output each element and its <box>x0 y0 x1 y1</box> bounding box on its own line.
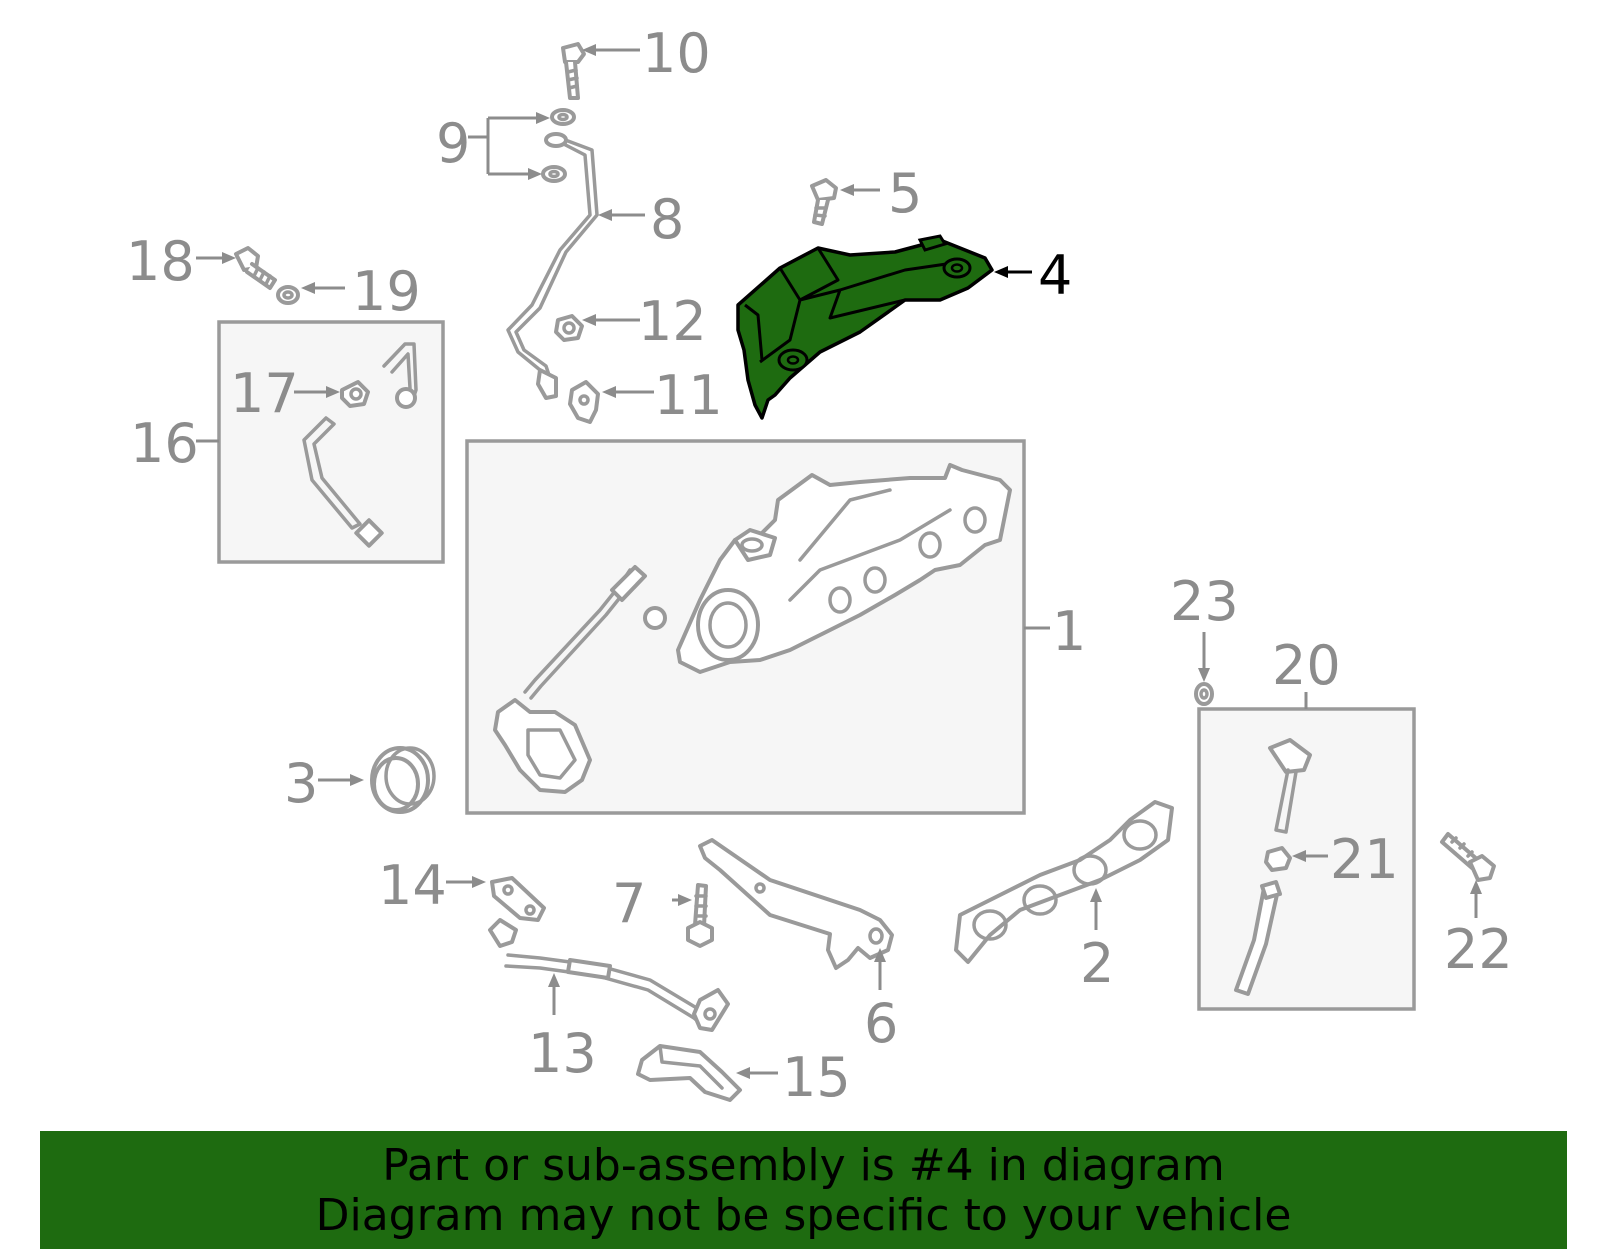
part-5-bolt[interactable] <box>810 178 838 226</box>
part-8-pipe[interactable] <box>506 132 599 400</box>
part-9-washers[interactable] <box>541 108 576 183</box>
info-banner: Part or sub-assembly is #4 in diagram Di… <box>40 1131 1567 1249</box>
callout-7: 7 <box>612 872 646 935</box>
part-15-bracket[interactable] <box>636 1044 742 1102</box>
part-14-gasket[interactable] <box>490 876 546 922</box>
callout-6: 6 <box>864 992 898 1055</box>
callout-5: 5 <box>888 162 922 225</box>
part-22-bolt[interactable] <box>1440 832 1496 882</box>
group-box-16 <box>217 320 445 564</box>
part-19-washer[interactable] <box>276 285 300 305</box>
callout-4: 4 <box>1038 244 1072 307</box>
part-10-bolt[interactable] <box>561 42 586 100</box>
banner-line-2: Diagram may not be specific to your vehi… <box>315 1190 1292 1241</box>
callout-21: 21 <box>1330 828 1399 891</box>
callout-13: 13 <box>528 1022 597 1085</box>
callout-9: 9 <box>436 112 470 175</box>
part-1-actuator-rod[interactable] <box>523 565 667 700</box>
part-2-gasket[interactable] <box>954 800 1174 964</box>
callout-19: 19 <box>352 260 421 323</box>
part-4-heat-shield[interactable] <box>736 234 994 420</box>
callout-17: 17 <box>230 362 299 425</box>
callout-12: 12 <box>638 290 707 353</box>
part-1-turbocharger-manifold[interactable] <box>676 463 1012 674</box>
part-7-bolt[interactable] <box>686 883 714 948</box>
callout-2: 2 <box>1080 932 1114 995</box>
callout-11: 11 <box>654 364 723 427</box>
banner-line-1: Part or sub-assembly is #4 in diagram <box>382 1140 1225 1191</box>
part-16-coolant-pipe[interactable] <box>302 342 418 548</box>
callout-16: 16 <box>130 412 199 475</box>
part-1-wastegate-actuator[interactable] <box>493 698 592 794</box>
callout-labels: 10 9 8 12 11 5 4 18 19 17 16 1 3 14 7 13… <box>126 22 1513 1109</box>
part-11-gasket[interactable] <box>568 380 600 424</box>
leader-lines <box>196 44 1482 1079</box>
part-17-clamp[interactable] <box>340 380 370 408</box>
callout-1: 1 <box>1052 600 1086 663</box>
callout-15: 15 <box>782 1046 851 1109</box>
callout-8: 8 <box>650 188 684 251</box>
part-18-bolt[interactable] <box>234 246 277 290</box>
part-13-oil-return-pipe[interactable] <box>488 918 730 1032</box>
callout-20: 20 <box>1272 634 1341 697</box>
part-20-coolant-line[interactable] <box>1234 738 1312 996</box>
callout-18: 18 <box>126 230 195 293</box>
part-23-washer[interactable] <box>1194 682 1214 706</box>
callout-22: 22 <box>1444 918 1513 981</box>
callout-23: 23 <box>1170 570 1239 633</box>
part-6-bracket[interactable] <box>698 838 894 970</box>
callout-14: 14 <box>378 854 447 917</box>
callout-3: 3 <box>284 752 318 815</box>
part-3-ring[interactable] <box>370 746 436 814</box>
part-21-clamp[interactable] <box>1264 846 1292 872</box>
callout-10: 10 <box>642 22 711 85</box>
part-12-nut[interactable] <box>554 314 584 342</box>
